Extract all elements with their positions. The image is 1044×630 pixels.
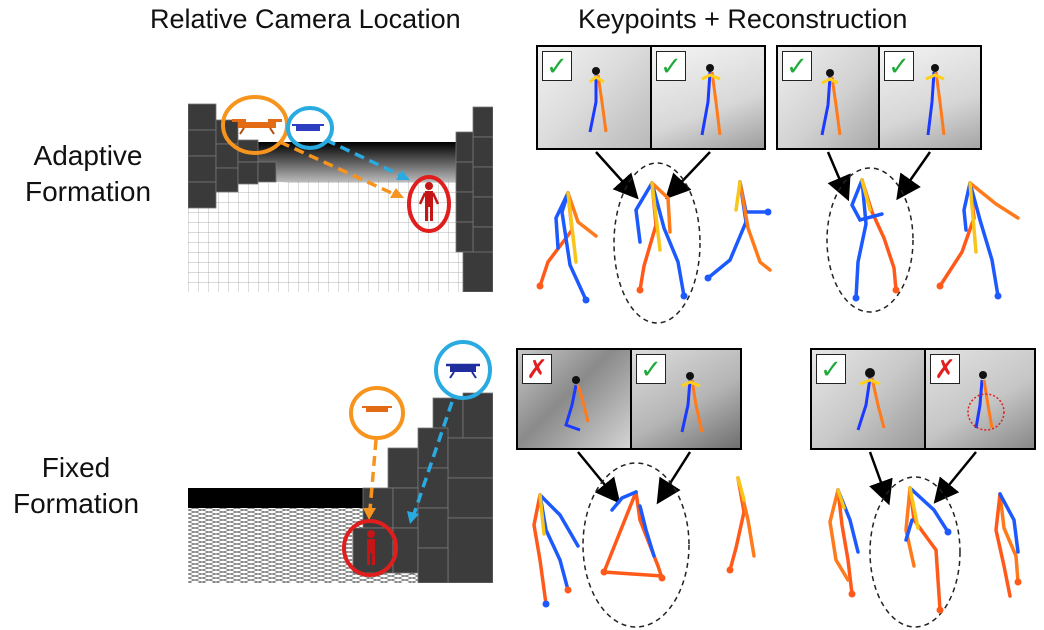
skeleton-reconstruction xyxy=(828,488,860,598)
reconstruction-highlight xyxy=(826,167,914,313)
row-label-fixed: Fixed Formation xyxy=(0,450,152,522)
person-icon xyxy=(367,530,375,565)
thumbnail-5: ✗ xyxy=(516,348,632,450)
check-icon: ✓ xyxy=(636,354,666,384)
skeleton-reconstruction xyxy=(532,493,580,608)
skeleton-overlay xyxy=(588,67,608,133)
skeleton-reconstruction xyxy=(726,476,756,574)
row-label-fixed-line2: Formation xyxy=(12,488,140,519)
header-keypoints-reconstruction: Keypoints + Reconstruction xyxy=(578,4,908,34)
skeleton-overlay xyxy=(856,368,886,431)
cross-icon: ✗ xyxy=(930,354,960,384)
thumbnail-4: ✓ xyxy=(878,45,982,150)
skeleton-overlay xyxy=(680,372,704,433)
check-icon: ✓ xyxy=(656,51,686,81)
skeleton-reconstruction xyxy=(850,178,900,302)
header-relative-camera-location: Relative Camera Location xyxy=(150,4,461,34)
skeleton-overlay xyxy=(925,64,946,136)
row-label-fixed-line1: Fixed xyxy=(41,452,111,483)
thumbnail-2: ✓ xyxy=(650,45,766,150)
reconstruction-highlight xyxy=(869,476,961,628)
thumbnail-7: ✓ xyxy=(810,348,926,450)
scene-adaptive xyxy=(188,92,493,292)
drone-icon xyxy=(232,119,282,135)
scene-fixed xyxy=(188,338,493,583)
row-label-adaptive-line2: Formation xyxy=(24,176,152,207)
skeleton-reconstruction xyxy=(634,181,688,300)
skeleton-reconstruction xyxy=(704,180,772,282)
check-icon: ✓ xyxy=(884,51,914,81)
thumbnail-8: ✗ xyxy=(924,348,1036,450)
cross-icon: ✗ xyxy=(522,354,552,384)
check-icon: ✓ xyxy=(542,51,572,81)
row-label-adaptive-line1: Adaptive xyxy=(33,140,143,171)
skeleton-overlay xyxy=(700,64,722,136)
skeleton-overlay xyxy=(820,69,842,136)
row-label-adaptive: Adaptive Formation xyxy=(8,138,168,210)
drone-icon xyxy=(446,363,480,379)
check-icon: ✓ xyxy=(816,354,846,384)
skeleton-reconstruction xyxy=(994,492,1022,598)
thumbnail-6: ✓ xyxy=(630,348,742,450)
drone-icon xyxy=(292,124,324,131)
drone-icon xyxy=(362,406,392,412)
check-icon: ✓ xyxy=(782,51,812,81)
skeleton-reconstruction xyxy=(904,486,952,614)
skeleton-reconstruction xyxy=(936,181,1020,300)
person-icon xyxy=(418,182,440,221)
skeleton-reconstruction xyxy=(536,191,598,304)
thumbnail-1: ✓ xyxy=(536,45,652,150)
reconstruction-highlight xyxy=(582,462,690,628)
reconstruction-highlight xyxy=(613,162,701,324)
skeleton-overlay xyxy=(967,371,1005,431)
thumbnail-3: ✓ xyxy=(776,45,880,150)
skeleton-reconstruction xyxy=(600,490,666,582)
skeleton-overlay xyxy=(564,376,590,432)
